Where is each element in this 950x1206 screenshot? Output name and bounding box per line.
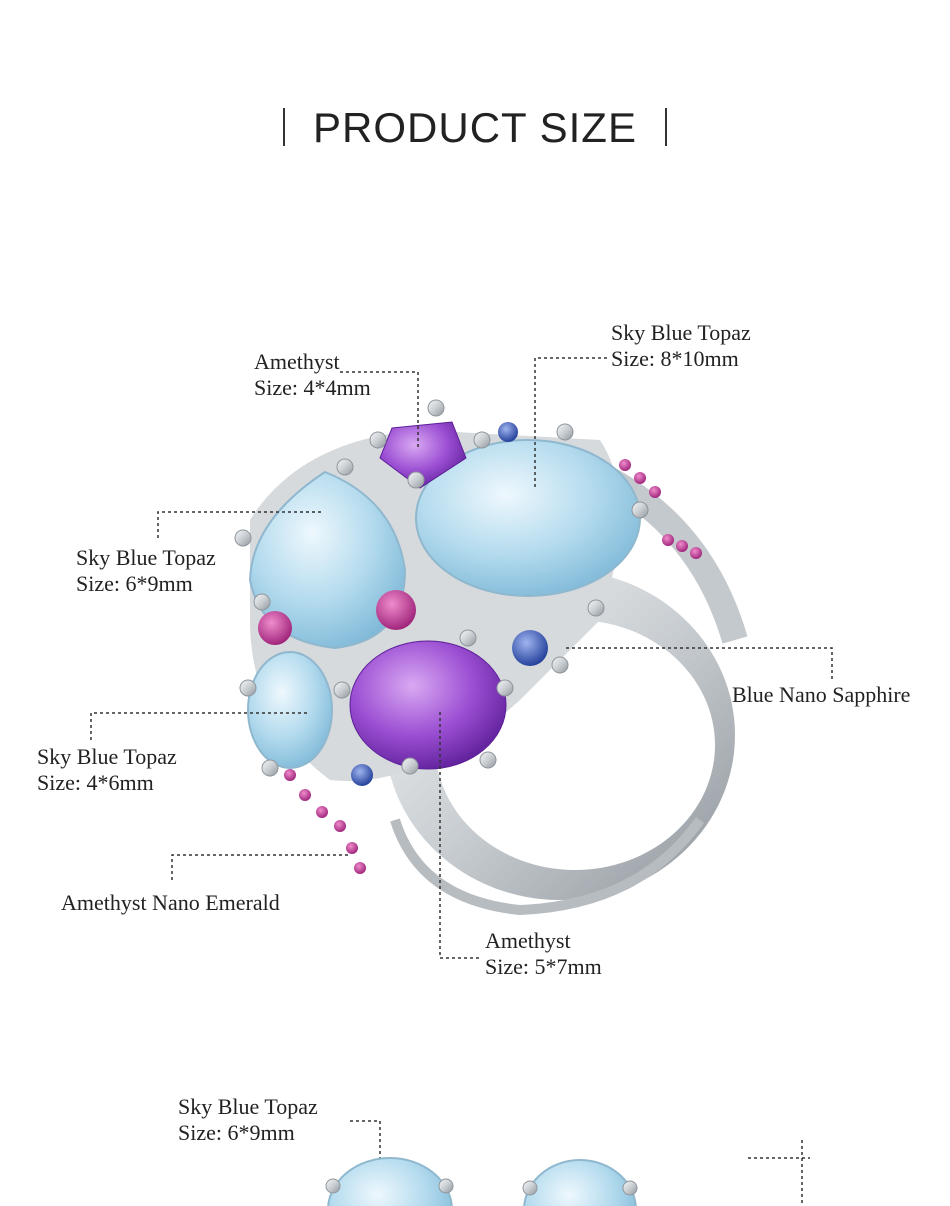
- label-name: Amethyst: [254, 349, 340, 374]
- label-size: Size: 4*6mm: [37, 770, 154, 795]
- pink-stone-center: [376, 590, 416, 630]
- label-name: Amethyst: [485, 928, 571, 953]
- label-topaz-large: Sky Blue Topaz Size: 8*10mm: [611, 320, 751, 372]
- label-amethyst-small: Amethyst Size: 4*4mm: [254, 349, 371, 401]
- label-size: Size: 8*10mm: [611, 346, 739, 371]
- label-name: Sky Blue Topaz: [76, 545, 216, 570]
- label-size: Size: 6*9mm: [76, 571, 193, 596]
- label-name: Amethyst Nano Emerald: [61, 890, 280, 915]
- label-name: Sky Blue Topaz: [37, 744, 177, 769]
- product-size-heading: PRODUCT SIZE: [0, 104, 950, 152]
- heading-text: PRODUCT SIZE: [313, 104, 637, 151]
- label-size: Size: 5*7mm: [485, 954, 602, 979]
- label-topaz-pear: Sky Blue Topaz Size: 6*9mm: [76, 545, 216, 597]
- label-name: Sky Blue Topaz: [178, 1094, 318, 1119]
- label-amethyst-nano-emerald: Amethyst Nano Emerald: [61, 890, 280, 916]
- label-earring-topaz: Sky Blue Topaz Size: 6*9mm: [178, 1094, 318, 1146]
- label-blue-nano-sapphire: Blue Nano Sapphire: [732, 682, 910, 708]
- label-name: Sky Blue Topaz: [611, 320, 751, 345]
- label-size: Size: 4*4mm: [254, 375, 371, 400]
- label-size: Size: 6*9mm: [178, 1120, 295, 1145]
- earring-right: [522, 1159, 638, 1206]
- sapphire-stone-small: [351, 764, 373, 786]
- pave-stones: [264, 459, 702, 874]
- heading-bar-right: [664, 108, 667, 146]
- pink-stone-left: [258, 611, 292, 645]
- sapphire-stone-top: [498, 422, 518, 442]
- label-amethyst-oval: Amethyst Size: 5*7mm: [485, 928, 602, 980]
- amethyst-oval-stone: [349, 640, 507, 770]
- leader-lines: [90, 357, 833, 1206]
- amethyst-small-stone: [379, 421, 467, 489]
- earring-left: [325, 1157, 454, 1206]
- label-topaz-small: Sky Blue Topaz Size: 4*6mm: [37, 744, 177, 796]
- topaz-pear-stone: [248, 470, 407, 650]
- heading-bar-left: [283, 108, 286, 146]
- prongs: [234, 399, 649, 777]
- label-name: Blue Nano Sapphire: [732, 682, 911, 707]
- topaz-small-stone: [247, 651, 333, 769]
- sapphire-stone: [512, 630, 548, 666]
